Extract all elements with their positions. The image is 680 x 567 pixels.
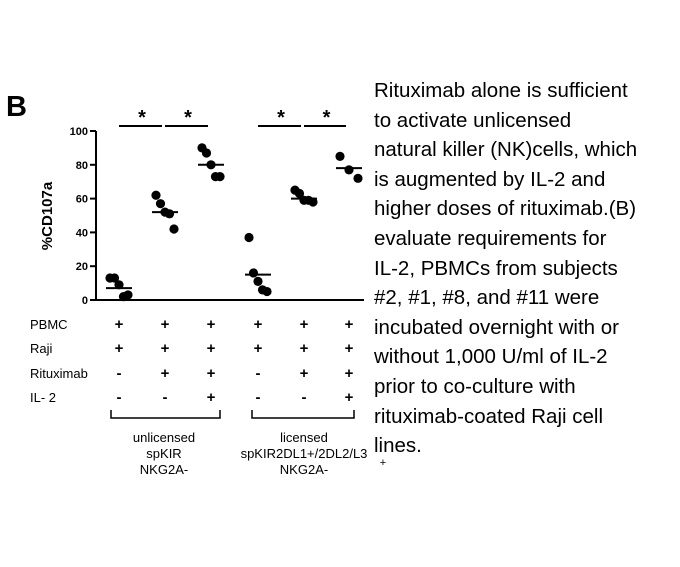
y-tick-label: 100 [70,126,88,138]
significance-star: * [277,107,285,129]
row-value: - [302,389,307,406]
row-value: + [345,316,354,333]
group-bracket [110,410,221,419]
row-value: - [256,389,261,406]
row-value: + [207,316,216,333]
data-point [169,224,179,234]
y-tick-label: 20 [76,261,88,273]
row-value: + [254,340,263,357]
data-point [164,209,175,219]
significance-star: * [323,107,331,129]
row-value: + [161,316,170,333]
caption-line: without 1,000 U/ml of IL-2 [374,345,608,369]
caption-line: to activate unlicensed [374,108,572,132]
condition-table: PBMC + + + + + + Raji + + + + + + Rituximab - + + - + + IL- 2… [30,316,354,406]
caption-line: #2, #1, #8, and #11 were [374,286,600,310]
caption-line: prior to co-culture with [374,374,576,398]
data-point [353,173,363,183]
row-value: + [207,365,216,382]
data-point [109,273,120,283]
row-value: + [115,340,124,357]
row-value: + [207,340,216,357]
y-tick-label: 0 [82,295,88,307]
figure-caption: Rituximab alone is sufficient to activate… [374,76,674,461]
row-value: + [207,389,216,406]
row-label: IL- 2 [30,390,56,405]
significance-star: * [138,107,146,129]
row-value: - [256,365,261,382]
data-point [308,197,318,207]
group-bracket [251,410,355,419]
data-point [248,268,259,278]
data-point [215,172,225,182]
y-tick-label: 80 [76,160,88,172]
group-label: NKG2A- [280,462,328,477]
y-tick-label: 60 [76,194,88,206]
row-value: + [345,389,354,406]
row-value: + [254,316,263,333]
row-value: + [161,340,170,357]
data-point [262,286,272,297]
group-label: NKG2A- [140,462,188,477]
panel-label: B [6,91,27,123]
row-value: + [300,340,309,357]
row-value: - [117,365,122,382]
row-value: - [163,389,168,406]
caption-line: Rituximab alone is sufficient [374,79,628,102]
data-point [344,165,354,175]
y-tick-label: 40 [76,227,88,239]
row-label: Rituximab [30,366,88,381]
significance-star: * [184,107,192,129]
plot-axes [95,131,364,301]
significance-brackets: * * * * [119,107,346,129]
row-value: + [115,316,124,333]
row-value: + [345,340,354,357]
caption-line: higher doses of rituximab.(B) [374,197,637,221]
group-superscript: + [380,457,386,469]
data-point [335,151,345,161]
caption-line: IL-2, PBMCs from subjects [374,256,618,280]
data-point [294,188,305,199]
row-value: + [300,316,309,333]
data-point [155,199,166,209]
row-label: PBMC [30,317,68,332]
data-point [201,148,212,158]
data-points [105,143,363,302]
data-point [114,280,124,290]
y-axis-label: %CD107a [39,181,56,250]
row-label: Raji [30,341,53,356]
row-value: + [300,365,309,382]
caption-line: rituximab-coated Raji cell [374,404,604,428]
data-point [253,276,263,287]
mean-lines [106,163,362,290]
group-labels: unlicensedspKIRNKG2A-licensedspKIR2DL1+/… [110,410,386,477]
caption-line: evaluate requirements for [374,226,607,250]
y-ticks: 0 20 40 60 80 100 [70,126,96,307]
group-label: spKIR2DL1+/2DL2/L3 [241,446,368,461]
row-value: - [117,389,122,406]
caption-line: is augmented by IL-2 and [374,167,606,191]
group-label: unlicensed [133,430,195,445]
group-label: licensed [280,430,328,445]
row-value: + [161,365,170,382]
caption-line: natural killer (NK)cells, which [374,138,638,162]
data-point [244,232,254,243]
data-point [151,190,161,200]
data-point [123,290,133,300]
row-value: + [345,365,354,382]
caption-line: lines. [374,434,422,458]
caption-line: incubated overnight with or [374,315,620,339]
group-label: spKIR [146,446,181,461]
